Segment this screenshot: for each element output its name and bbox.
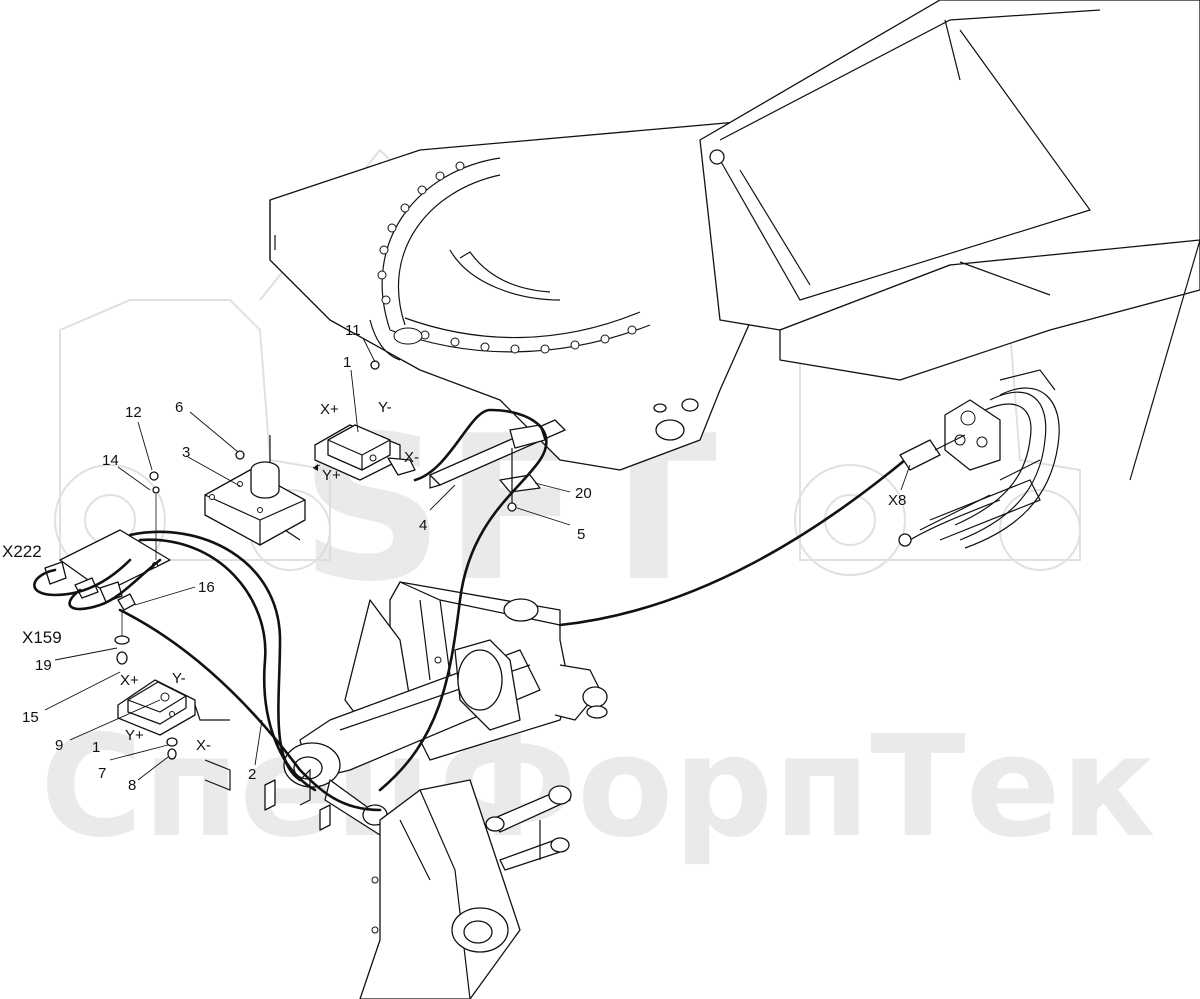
housing-bolt-icon (709, 149, 725, 165)
bolt-5-icon (507, 502, 517, 512)
upper-frame (269, 119, 761, 471)
label-axis-bottom-yminus: Y- (172, 670, 186, 687)
label-connector-x159: X159 (22, 628, 62, 647)
boom-arm (283, 639, 541, 836)
label-part-4: 4 (419, 517, 427, 534)
label-axis-bottom-xminus: X- (196, 737, 211, 754)
cover-3 (204, 435, 306, 546)
label-axis-bottom-xplus: X+ (120, 672, 139, 689)
label-part-14: 14 (102, 452, 119, 469)
label-part-1-bottom: 1 (92, 739, 100, 756)
connector-x222-icon (44, 561, 67, 585)
lift-arm (359, 779, 521, 999)
label-axis-top-yplus: Y+ (322, 467, 341, 484)
frame-side-holes (653, 398, 699, 441)
washer-7-icon (166, 737, 178, 747)
washer-14-icon (152, 486, 160, 494)
label-connector-x222: X222 (2, 542, 42, 561)
boom-base-cap (503, 598, 539, 622)
label-part-8: 8 (128, 777, 136, 794)
label-part-19: 19 (35, 657, 52, 674)
sensor-1-bottom (117, 679, 230, 736)
label-axis-top-xplus: X+ (320, 401, 339, 418)
bolt-19-icon (116, 651, 128, 665)
label-part-3: 3 (182, 444, 190, 461)
label-part-5: 5 (577, 526, 585, 543)
label-connector-x8: X8 (888, 492, 906, 509)
connector-x8-icon (899, 439, 941, 471)
label-axis-top-xminus: X- (404, 449, 419, 466)
cable-harness (33, 408, 966, 812)
label-axis-bottom-yplus: Y+ (125, 727, 144, 744)
callout-labels: 1 11 X+ Y- X- Y+ 6 12 3 14 4 20 5 X222 1… (2, 322, 906, 794)
bolt-11-icon (370, 360, 380, 370)
label-part-9: 9 (55, 737, 63, 754)
hydraulic-manifold (898, 369, 1060, 549)
label-part-11: 11 (345, 322, 361, 339)
bracket-4 (429, 419, 566, 512)
bolt-12-icon (149, 471, 159, 481)
slewing-ring (377, 157, 651, 354)
label-part-15: 15 (22, 709, 39, 726)
connector-board-x222 (44, 529, 171, 611)
label-axis-top-yminus: Y- (378, 399, 392, 416)
connector-16-icon (117, 593, 136, 611)
connector-x159 (114, 612, 130, 665)
bolt-8-icon (167, 748, 177, 760)
label-part-2: 2 (248, 766, 256, 783)
rear-housing (699, 0, 1200, 481)
watermark-company: СпецФорпТек (40, 706, 1156, 869)
bolt-6-icon (235, 450, 245, 460)
label-part-12: 12 (125, 404, 142, 421)
label-part-6: 6 (175, 399, 183, 416)
label-part-7: 7 (98, 765, 106, 782)
label-part-16: 16 (198, 579, 215, 596)
sensor-1-top (312, 424, 416, 481)
ring-bolt-holes (377, 161, 637, 354)
lower-brackets (204, 759, 331, 831)
link-rods (485, 785, 572, 871)
label-part-20: 20 (575, 485, 592, 502)
label-part-1-top: 1 (343, 354, 351, 371)
leader-lines (44, 337, 911, 781)
